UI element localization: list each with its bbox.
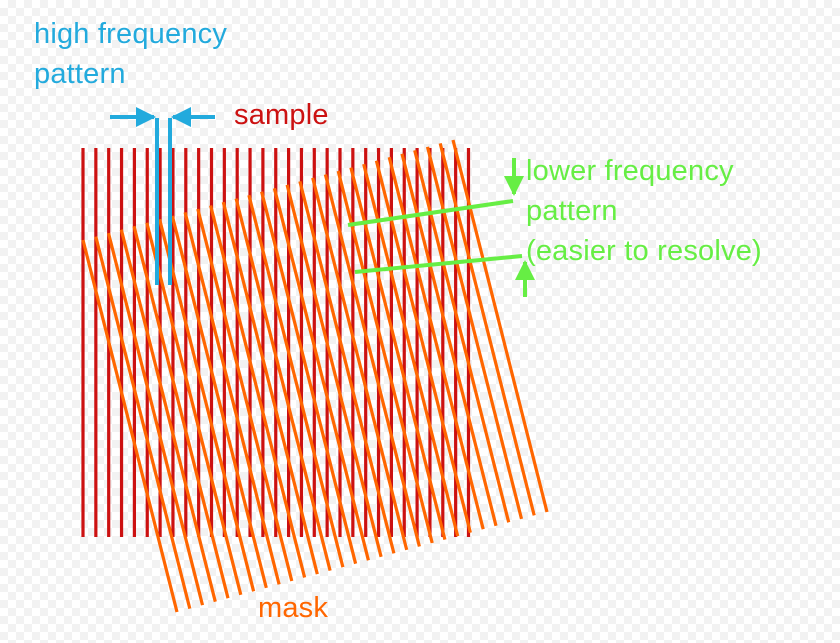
mask-line xyxy=(323,174,421,547)
mask-line xyxy=(221,201,319,575)
mask-line xyxy=(438,143,536,516)
high-frequency-annotation xyxy=(110,107,215,285)
mask-line xyxy=(374,160,472,534)
mask-line xyxy=(234,198,332,571)
mask-line xyxy=(183,212,281,585)
mask-line xyxy=(94,236,192,609)
low-freq-marker-lower xyxy=(354,254,523,274)
mask-line xyxy=(298,181,396,554)
mask-line xyxy=(362,163,460,537)
mask-line xyxy=(451,139,549,513)
mask-line xyxy=(119,229,217,603)
mask-line xyxy=(425,146,524,520)
mask-line xyxy=(132,225,230,599)
high-frequency-label-line1: high frequency xyxy=(34,18,228,50)
mask-line xyxy=(311,177,409,551)
mask-line xyxy=(106,232,205,606)
mask-line xyxy=(285,184,383,558)
lower-frequency-label-line2: pattern xyxy=(526,195,618,227)
lower-frequency-label: lower frequency pattern (easier to resol… xyxy=(526,151,762,271)
mask-line xyxy=(170,215,268,589)
mask-line xyxy=(336,170,434,544)
mask-line xyxy=(272,187,370,561)
mask-line xyxy=(387,156,485,530)
high-frequency-label-line2: pattern xyxy=(34,58,126,90)
lower-frequency-label-line3: (easier to resolve) xyxy=(526,235,762,267)
mask-line xyxy=(81,239,179,613)
mask-line xyxy=(209,205,307,578)
lower-frequency-label-line1: lower frequency xyxy=(526,155,734,187)
mask-line xyxy=(196,208,294,582)
high-frequency-label: high frequency pattern xyxy=(34,14,227,94)
sample-grating xyxy=(81,148,471,537)
mask-line xyxy=(349,167,447,540)
mask-line xyxy=(247,194,345,568)
low-frequency-annotation xyxy=(347,158,535,297)
mask-label: mask xyxy=(258,592,329,624)
mask-line xyxy=(260,191,358,565)
sample-label: sample xyxy=(234,99,329,131)
low-freq-marker-upper xyxy=(347,199,514,227)
mask-line xyxy=(145,222,243,596)
mask-line xyxy=(158,218,256,592)
